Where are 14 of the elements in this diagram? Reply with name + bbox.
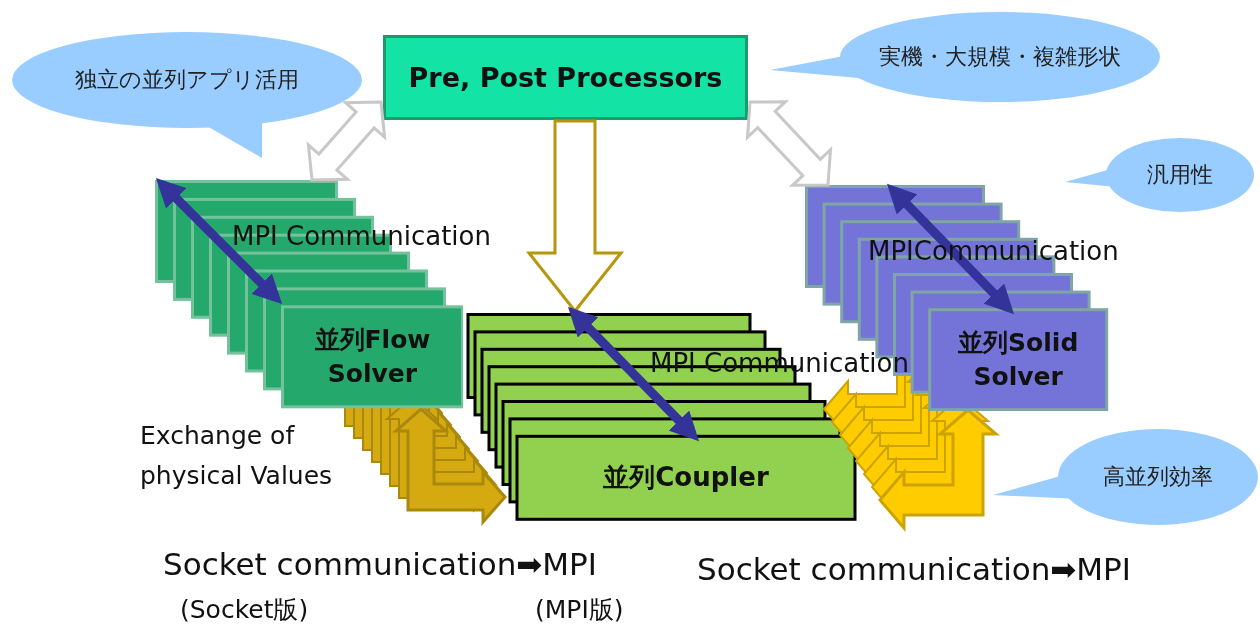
caption-text: Socket communication➡MPI [697, 550, 1131, 589]
block-arrow [392, 407, 507, 526]
mpi-label: MPI Communication [232, 220, 491, 253]
caption-text: Socket communication➡MPI [163, 545, 597, 584]
block-arrow [306, 100, 387, 182]
block-arrow [745, 100, 833, 187]
block-arrow [878, 408, 1001, 533]
stack-label: 並列Flow Solver [313, 324, 432, 390]
process-box: Pre, Post Processors [383, 35, 748, 120]
note-text: Exchange of physical Values [140, 420, 334, 492]
caption-text: (MPI版) [535, 594, 624, 626]
caption-text: (Socket版) [180, 594, 309, 626]
stack-label: 並列Solid Solver [957, 326, 1080, 393]
stack-label: 並列Coupler [602, 461, 770, 495]
